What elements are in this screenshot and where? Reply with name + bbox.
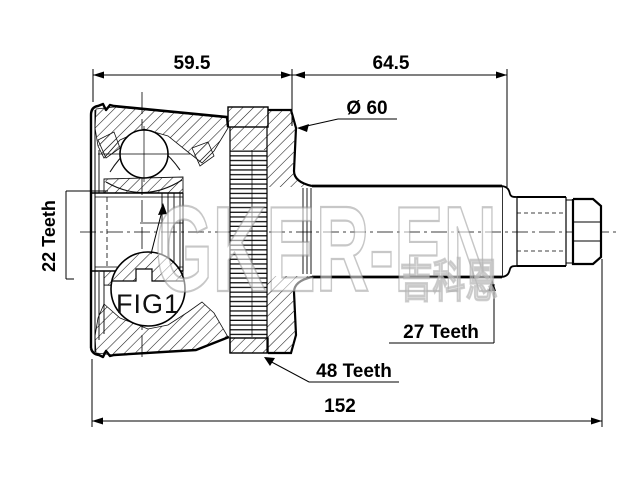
dimension-64-5-label: 64.5 <box>373 53 410 74</box>
watermark: GKER-EN 吉科恩 <box>154 180 499 318</box>
diameter-60-callout <box>297 118 397 132</box>
watermark-brand: GKER-EN <box>155 181 497 317</box>
label-22-teeth: 22 Teeth <box>39 200 59 272</box>
dimension-64-5 <box>292 69 508 187</box>
dimension-152 <box>91 259 603 427</box>
inner-race-and-cage <box>91 106 229 356</box>
ball-bearing <box>98 126 190 182</box>
fig1-leader-arrow <box>158 203 167 215</box>
fig1-detail-circle: FIG1 <box>110 203 186 327</box>
fig1-label: FIG1 <box>116 289 180 319</box>
callout-48-teeth <box>264 357 399 383</box>
dimension-59-5 <box>92 69 293 126</box>
dimension-152-label: 152 <box>324 396 356 417</box>
dimension-59-5-label: 59.5 <box>174 53 211 74</box>
callout-22-teeth <box>65 190 108 280</box>
callout-27-teeth <box>389 279 496 344</box>
stub-shaft <box>302 184 603 279</box>
label-48-teeth: 48 Teeth <box>316 361 392 382</box>
abs-tone-ring <box>227 106 312 354</box>
diameter-60-label: Ø 60 <box>346 98 387 119</box>
label-27-teeth: 27 Teeth <box>403 322 479 343</box>
watermark-cjk: 吉科恩 <box>400 255 498 307</box>
